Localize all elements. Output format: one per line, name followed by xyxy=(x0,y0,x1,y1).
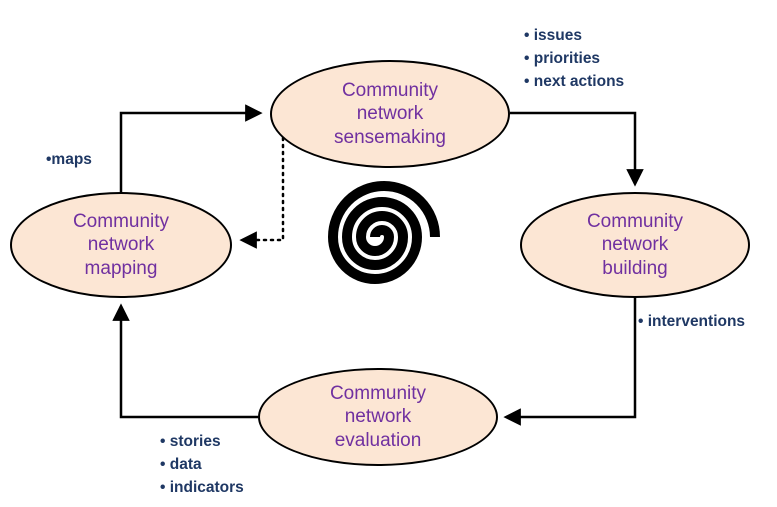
annotation-line-issues: • issues xyxy=(524,27,582,44)
arrow-evaluation-to-mapping xyxy=(112,303,258,419)
arrow-mapping-to-sensemaking xyxy=(119,104,263,192)
annotation-interventions: • interventions xyxy=(638,310,745,333)
node-label-building: Community network building xyxy=(586,211,684,279)
node-label-sensemaking: Community network sensemaking xyxy=(334,80,446,148)
arrow-building-to-evaluation xyxy=(503,298,637,426)
annotation-maps: •maps xyxy=(46,148,92,171)
spiral-icon xyxy=(327,181,440,284)
node-community-network-mapping: Community network mapping xyxy=(10,192,232,298)
annotation-line-indicators: • indicators xyxy=(160,479,244,496)
annotation-line-data: • data xyxy=(160,456,202,473)
node-community-network-evaluation: Community network evaluation xyxy=(258,368,498,466)
annotation-line-interventions: • interventions xyxy=(638,313,746,330)
dotted-arrow-sensemaking-to-mapping xyxy=(239,136,285,249)
annotation-sensemaking-outputs: • issues • priorities • next actions xyxy=(524,24,624,93)
node-community-network-sensemaking: Community network sensemaking xyxy=(270,60,510,168)
arrow-sensemaking-to-building xyxy=(510,111,644,187)
node-label-mapping: Community network mapping xyxy=(72,211,170,279)
annotation-line-next-actions: • next actions xyxy=(524,73,625,90)
annotation-line-priorities: • priorities xyxy=(524,50,601,67)
node-community-network-building: Community network building xyxy=(520,192,750,298)
annotation-line-stories: • stories xyxy=(160,433,221,450)
node-label-evaluation: Community network evaluation xyxy=(329,383,427,451)
annotation-line-maps: •maps xyxy=(46,151,92,168)
annotation-evaluation-inputs: • stories • data • indicators xyxy=(160,430,244,499)
